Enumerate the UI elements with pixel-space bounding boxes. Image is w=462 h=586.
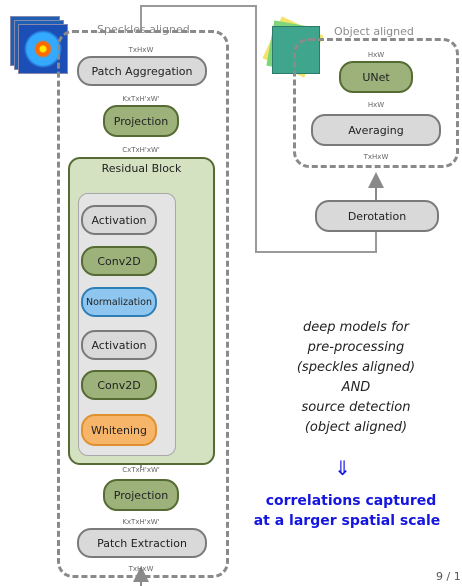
- residual-inner-panel: [78, 193, 176, 456]
- derotation-node: Derotation: [315, 200, 439, 232]
- annotation-line-6: (object aligned): [304, 420, 408, 435]
- averaging-node: Averaging: [311, 114, 441, 146]
- annotation-line-1: deep models for: [303, 320, 409, 335]
- conv2d-node-1: Conv2D: [81, 246, 157, 276]
- object-aligned-title: Object aligned: [334, 25, 414, 38]
- shape-label-kxt: KxTxH'xW': [122, 95, 160, 103]
- projection-bottom-node: Projection: [103, 479, 179, 511]
- object-image: [272, 26, 320, 74]
- conv2d-node-2: Conv2D: [81, 370, 157, 400]
- flow-connector-line: [140, 5, 377, 253]
- patch-extraction-node: Patch Extraction: [77, 528, 207, 558]
- whitening-node: Whitening: [81, 414, 157, 446]
- right-shape-label-middle: HxW: [367, 101, 385, 109]
- shape-label-cxt-bottom: CxTxH'xW': [122, 466, 160, 474]
- annotation-line-2: pre-processing: [307, 340, 405, 355]
- object-image-stack: [262, 16, 328, 82]
- annotation-line-3: (speckles aligned): [296, 360, 416, 375]
- annotation-text: deep models for pre-processing (speckles…: [266, 318, 446, 438]
- conclusion-line-2: at a larger spatial scale: [253, 513, 441, 529]
- unet-node: UNet: [339, 61, 413, 93]
- down-double-arrow-icon: ⇓: [334, 456, 351, 480]
- object-aligned-panel: [293, 38, 459, 168]
- speckle-image-stack: [10, 16, 68, 74]
- conclusion-line-1: correlations captured: [265, 493, 437, 509]
- annotation-line-5: source detection: [301, 400, 411, 415]
- page-number: 9 / 1: [436, 570, 461, 583]
- speckles-aligned-panel: [57, 30, 229, 578]
- activation-node-1: Activation: [81, 205, 157, 235]
- projection-top-node: Projection: [103, 105, 179, 137]
- right-shape-label-top: HxW: [367, 51, 385, 59]
- right-shape-label-bottom: TxHxW: [363, 153, 389, 161]
- shape-label-cxt-top: CxTxH'xW': [122, 146, 160, 154]
- annotation-line-4: AND: [341, 380, 371, 395]
- speckles-aligned-title: Speckles aligned: [97, 23, 190, 36]
- activation-node-2: Activation: [81, 330, 157, 360]
- shape-label-kxt-bottom: KxTxH'xW': [122, 518, 160, 526]
- shape-label-top: TxHxW: [128, 46, 154, 54]
- shape-label-bottom: TxHxW: [128, 565, 154, 573]
- patch-aggregation-node: Patch Aggregation: [77, 56, 207, 86]
- residual-block-title: Residual Block: [101, 162, 182, 175]
- normalization-node: Normalization: [81, 287, 157, 317]
